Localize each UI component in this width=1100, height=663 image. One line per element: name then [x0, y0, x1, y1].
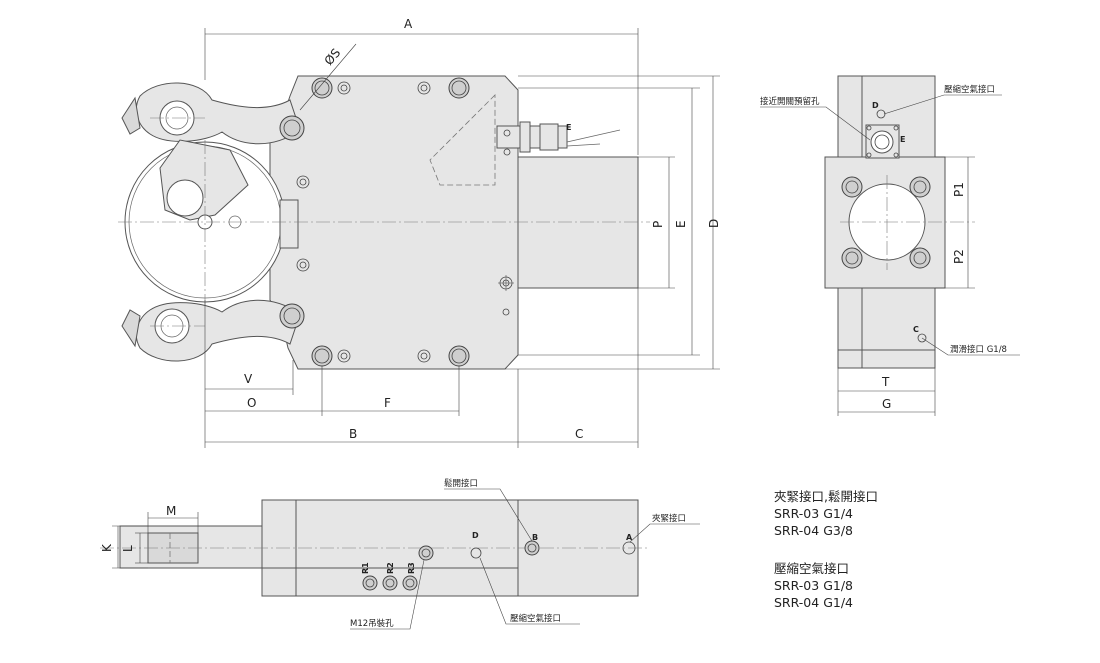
- dim-g: G: [882, 397, 891, 411]
- dim-p2: P2: [952, 249, 966, 264]
- marker-a: A: [626, 533, 633, 542]
- marker-r1: R1: [361, 562, 370, 574]
- dim-a: A: [404, 17, 413, 31]
- dim-p: P: [651, 221, 665, 228]
- marker-d-bottom: D: [472, 531, 479, 540]
- marker-r2: R2: [386, 562, 395, 574]
- callout-clamp-port: 夾緊接口: [652, 513, 686, 524]
- callout-compressed-air-top: 壓縮空氣接口: [944, 84, 995, 95]
- spec-clamp-release-line2: SRR-04 G3/8: [774, 523, 853, 538]
- spec-clamp-release-heading: 夾緊接口,鬆開接口: [774, 489, 878, 504]
- bottom-callouts: 鬆開接口 夾緊接口 M12吊裝孔 壓縮空氣接口: [350, 478, 700, 630]
- dim-l: L: [121, 545, 135, 552]
- dim-d: D: [707, 219, 721, 228]
- spec-compressed-air-line2: SRR-04 G1/4: [774, 595, 853, 610]
- dim-s: ØS: [322, 46, 344, 68]
- dim-c: C: [575, 427, 583, 441]
- side-view: D E C: [824, 75, 975, 369]
- dim-t: T: [881, 375, 890, 389]
- callout-lifting-hole: M12吊裝孔: [350, 618, 394, 629]
- dim-k: K: [100, 543, 114, 552]
- dim-b: B: [349, 427, 357, 441]
- bottom-dimensions: M K L: [100, 504, 199, 569]
- front-view: E: [118, 75, 650, 370]
- dim-v: V: [244, 372, 253, 386]
- side-callouts: 接近開關預留孔 壓縮空氣接口 潤滑接口 G1/8: [760, 84, 1020, 356]
- callout-sensor-hole: 接近開關預留孔: [760, 96, 820, 107]
- mounting-holes: [279, 77, 514, 367]
- side-dimensions: P1 P2 T G: [837, 156, 975, 416]
- marker-r3: R3: [407, 562, 416, 574]
- callout-release-port: 鬆開接口: [444, 478, 478, 489]
- spec-compressed-air-heading: 壓縮空氣接口: [774, 561, 849, 576]
- callout-lube-port: 潤滑接口 G1/8: [950, 344, 1007, 355]
- dim-e: E: [674, 220, 688, 228]
- right-block: [517, 156, 639, 289]
- front-dimensions: A ØS D E P V O F B C: [204, 17, 721, 448]
- marker-e-front: E: [566, 123, 571, 132]
- side-bottom-block: [837, 287, 936, 369]
- dim-p1: P1: [952, 182, 966, 197]
- dim-f: F: [384, 396, 391, 410]
- body-plate: [269, 75, 519, 370]
- sensor-fitting: E: [496, 121, 621, 156]
- callout-compressed-air-bottom: 壓縮空氣接口: [510, 613, 561, 624]
- dim-m: M: [166, 504, 176, 518]
- marker-c: C: [913, 325, 919, 334]
- dim-o: O: [247, 396, 256, 410]
- bottom-view: R1 R2 R3 D B A: [100, 499, 650, 597]
- spec-clamp-release-line1: SRR-03 G1/4: [774, 506, 853, 521]
- spec-compressed-air-line1: SRR-03 G1/8: [774, 578, 853, 593]
- marker-d-side: D: [872, 101, 879, 110]
- marker-e-side: E: [900, 135, 905, 144]
- spec-notes: 夾緊接口,鬆開接口 SRR-03 G1/4 SRR-04 G3/8 壓縮空氣接口…: [774, 489, 878, 610]
- marker-b: B: [532, 533, 538, 542]
